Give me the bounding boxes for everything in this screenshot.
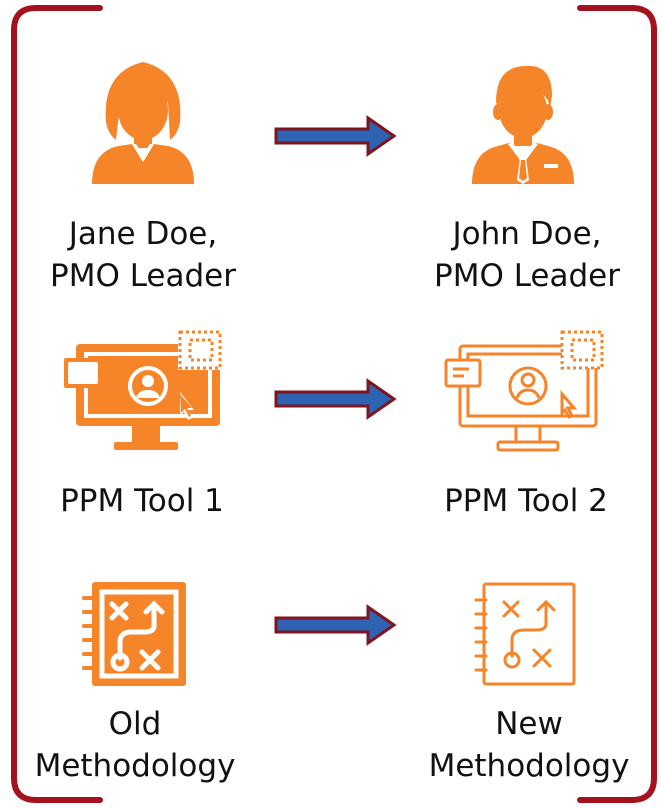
- businessman-icon: [472, 65, 574, 184]
- label-line: Old: [108, 706, 162, 742]
- label-line: PPM Tool 1: [60, 483, 224, 519]
- strategy-notebook-icon: [82, 582, 186, 686]
- transition-arrow-2: [274, 378, 397, 420]
- label-ppm-tool-2: PPM Tool 2: [406, 480, 646, 522]
- label-jane-doe: Jane Doe, PMO Leader: [23, 213, 263, 297]
- businesswoman-icon: [92, 62, 194, 184]
- monitor-user-icon: [64, 330, 222, 450]
- label-line: PMO Leader: [434, 258, 620, 294]
- monitor-user-outline-icon: [444, 330, 604, 452]
- label-line: Methodology: [34, 748, 236, 784]
- label-new-methodology: New Methodology: [409, 703, 649, 787]
- label-line: Methodology: [428, 748, 630, 784]
- label-line: New: [495, 706, 563, 742]
- strategy-notebook-outline-icon: [474, 582, 576, 686]
- transition-arrow-1: [274, 115, 397, 157]
- label-line: John Doe,: [452, 216, 602, 252]
- label-old-methodology: Old Methodology: [15, 703, 255, 787]
- transition-arrow-3: [274, 604, 397, 646]
- label-line: Jane Doe,: [68, 216, 218, 252]
- right-bracket: [577, 5, 657, 803]
- label-ppm-tool-1: PPM Tool 1: [22, 480, 262, 522]
- label-line: PPM Tool 2: [444, 483, 608, 519]
- label-john-doe: John Doe, PMO Leader: [407, 213, 647, 297]
- left-bracket: [11, 5, 103, 803]
- label-line: PMO Leader: [50, 258, 236, 294]
